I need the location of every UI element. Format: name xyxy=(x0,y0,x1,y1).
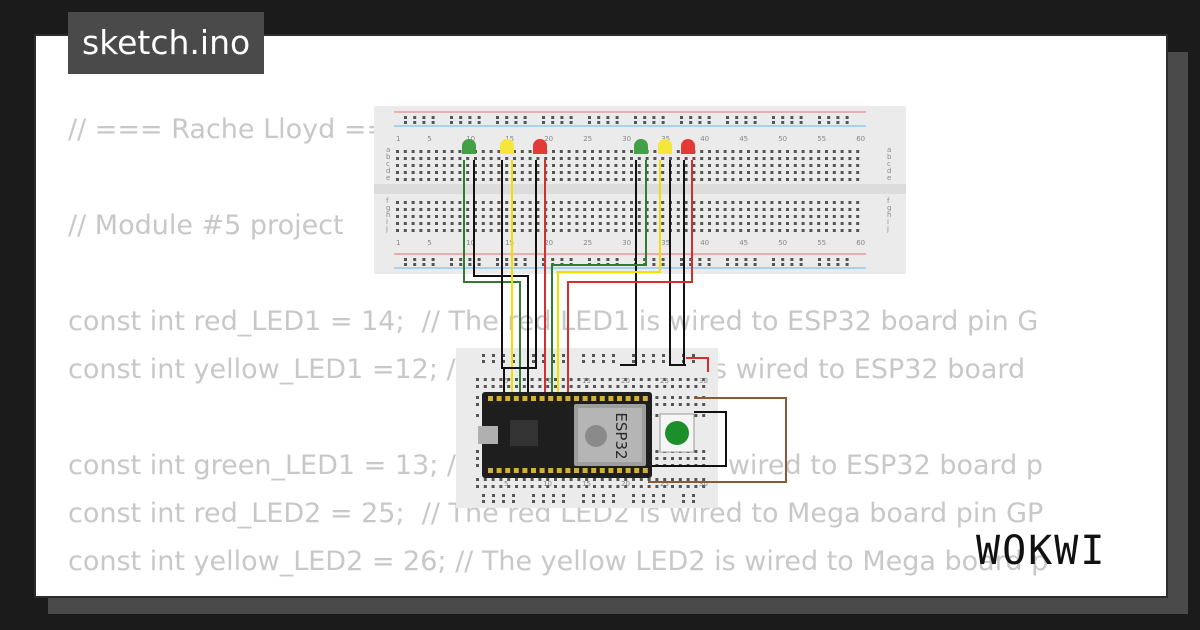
breadboard-column-number: 15 xyxy=(582,377,591,385)
breadboard-column-number: 10 xyxy=(543,377,552,385)
breadboard-column-number: 15 xyxy=(505,239,514,247)
breadboard-column-number: 35 xyxy=(661,239,670,247)
breadboard-column-number: 50 xyxy=(778,135,787,143)
led-green-1[interactable] xyxy=(462,139,476,154)
breadboard-row-letter: i xyxy=(386,218,388,226)
breadboard-column-number: 35 xyxy=(661,135,670,143)
code-line: const int green_LED2 = 27; // The green … xyxy=(68,586,1132,596)
breadboard-large: 1155101015152020252530303535404045455050… xyxy=(374,106,906,274)
breadboard-row-letter: e xyxy=(887,174,891,182)
breadboard-column-number: 25 xyxy=(583,135,592,143)
breadboard-column-number: 5 xyxy=(427,239,431,247)
breadboard-column-number: 30 xyxy=(622,239,631,247)
breadboard-column-number: 20 xyxy=(544,135,553,143)
breadboard-column-number: 45 xyxy=(739,239,748,247)
breadboard-row-letter: j xyxy=(886,225,889,233)
breadboard-row-letter: b xyxy=(887,153,892,161)
breadboard-row-letter: c xyxy=(386,160,390,168)
breadboard-row-letter: e xyxy=(386,174,390,182)
breadboard-column-number: 45 xyxy=(739,135,748,143)
breadboard-column-number: 15 xyxy=(582,480,591,488)
breadboard-column-number: 40 xyxy=(700,239,709,247)
breadboard-column-number: 50 xyxy=(778,239,787,247)
breadboard-row-letter: i xyxy=(887,218,889,226)
code-line: // === Rache Lloyd === xyxy=(68,114,412,145)
breadboard-row-letter: d xyxy=(887,167,891,175)
wires xyxy=(463,160,787,483)
breadboard-column-number: 10 xyxy=(466,135,475,143)
breadboard-column-number: 10 xyxy=(543,480,552,488)
breadboard-column-number: 25 xyxy=(660,480,669,488)
code-line: const int red_LED1 = 14; // The red LED1… xyxy=(68,306,1039,337)
breadboard-row-letter: b xyxy=(386,153,391,161)
breadboard-column-number: 1 xyxy=(396,239,400,247)
breadboard-column-number: 25 xyxy=(660,377,669,385)
led-yellow-1[interactable] xyxy=(500,139,514,154)
breadboard-column-number: 5 xyxy=(504,377,508,385)
led-yellow-2[interactable] xyxy=(658,139,672,154)
breadboard-column-number: 20 xyxy=(544,239,553,247)
breadboard-column-number: 55 xyxy=(817,135,826,143)
breadboard-row-letter: f xyxy=(887,197,890,205)
breadboard-column-number: 15 xyxy=(505,135,514,143)
breadboard-column-number: 55 xyxy=(817,239,826,247)
breadboard-column-number: 10 xyxy=(466,239,475,247)
led-red-2[interactable] xyxy=(681,139,695,154)
wokwi-logo: WOKWI xyxy=(976,528,1107,574)
push-button[interactable] xyxy=(659,413,695,453)
breadboard-row-letter: a xyxy=(887,146,891,154)
breadboard-row-letter: a xyxy=(386,146,390,154)
breadboard-column-number: 60 xyxy=(856,239,865,247)
breadboard-row-letter: h xyxy=(887,211,891,219)
breadboard-row-letter: g xyxy=(887,204,891,212)
breadboard-row-letter: g xyxy=(386,204,390,212)
breadboard-column-number: 20 xyxy=(621,480,630,488)
file-title: sketch.ino xyxy=(68,12,265,74)
chip-label: ESP32 xyxy=(612,412,630,459)
breadboard-row-letter: f xyxy=(386,197,389,205)
breadboard-column-number: 30 xyxy=(622,135,631,143)
code-preview: // === Rache Lloyd === // Module #5 proje… xyxy=(68,106,1132,596)
breadboard-column-number: 30 xyxy=(699,480,708,488)
code-line: // Module #5 project xyxy=(68,210,344,241)
breadboard-row-letter: d xyxy=(386,167,390,175)
led-red-1[interactable] xyxy=(533,139,547,154)
esp32-board[interactable]: ESP32 xyxy=(478,392,652,478)
breadboard-column-number: 1 xyxy=(396,135,400,143)
breadboard-column-number: 25 xyxy=(583,239,592,247)
breadboard-column-number: 20 xyxy=(621,377,630,385)
breadboard-row-letter: j xyxy=(385,225,388,233)
breadboard-row-letter: c xyxy=(887,160,891,168)
code-line: const int yellow_LED2 = 26; // The yello… xyxy=(68,546,1049,577)
breadboard-column-number: 5 xyxy=(504,480,508,488)
breadboard-column-number: 30 xyxy=(699,377,708,385)
led-green-2[interactable] xyxy=(634,139,648,154)
breadboard-row-letter: h xyxy=(386,211,390,219)
breadboard-column-number: 40 xyxy=(700,135,709,143)
breadboard-column-number: 60 xyxy=(856,135,865,143)
breadboard-column-number: 5 xyxy=(427,135,431,143)
